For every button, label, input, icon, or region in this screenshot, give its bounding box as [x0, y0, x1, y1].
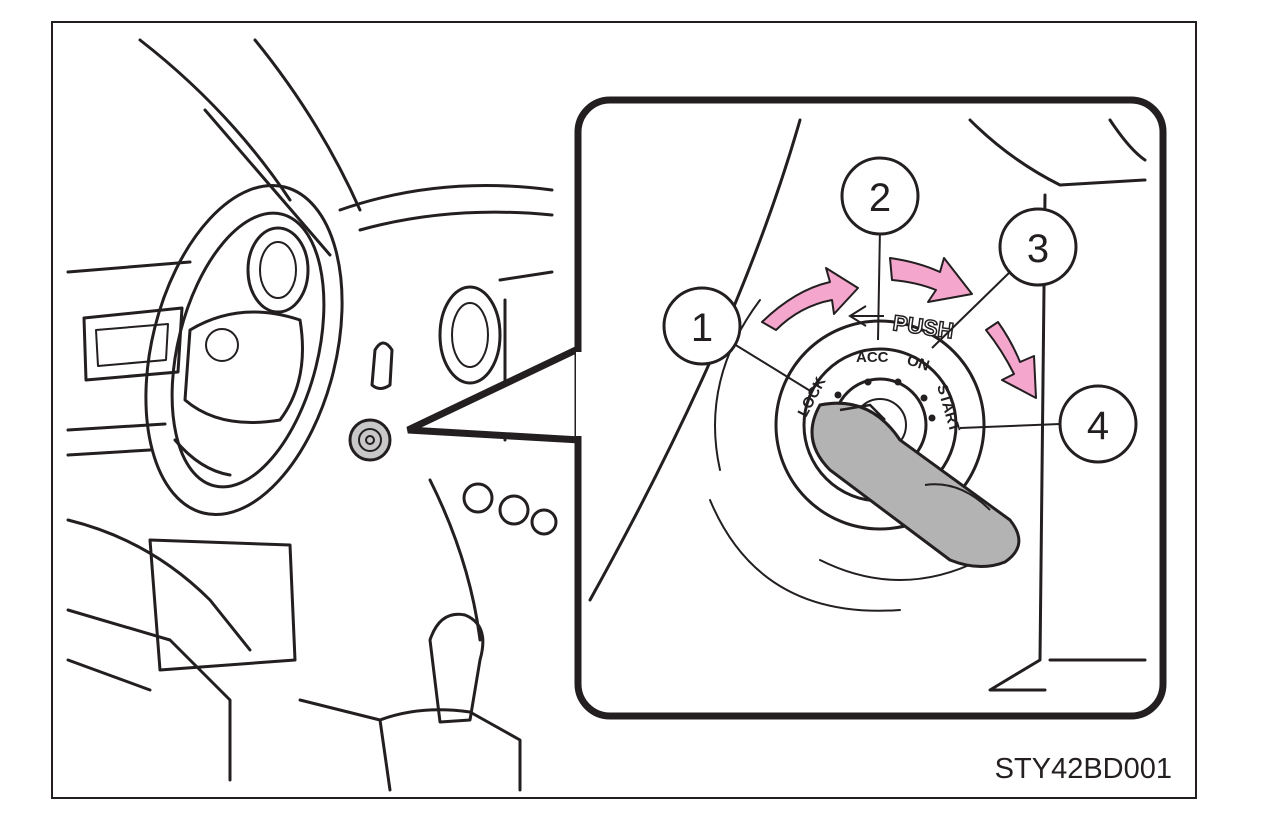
position-label-acc: ACC [856, 349, 889, 366]
svg-text:4: 4 [1087, 404, 1109, 448]
leader-line-3 [931, 269, 1013, 349]
leader-line-1 [733, 343, 813, 393]
callout-pointer [406, 344, 582, 444]
rotation-arrow-acc-to-on [889, 257, 973, 303]
center-vent [246, 226, 310, 314]
position-label-on: ON [905, 352, 932, 375]
steering-wheel [144, 183, 344, 517]
svg-text:2: 2 [869, 176, 891, 220]
callout-3: 3 [998, 207, 1078, 287]
svg-text:3: 3 [1027, 227, 1049, 271]
rotation-arrow-lock-to-acc [761, 267, 859, 331]
ignition-key [810, 401, 1021, 568]
ignition-detail-illustration [588, 118, 1147, 692]
callout-2: 2 [840, 156, 920, 236]
figure-code: STY42BD001 [995, 753, 1172, 785]
leader-line-4 [959, 423, 1061, 429]
dashboard-overview-illustration [66, 38, 558, 792]
ignition-overview [348, 418, 392, 462]
callout-4: 4 [1058, 384, 1138, 464]
callout-1: 1 [662, 286, 742, 366]
leader-line-2 [877, 227, 881, 341]
svg-text:1: 1 [691, 306, 713, 350]
rotation-arrow-on-to-start [985, 321, 1037, 399]
